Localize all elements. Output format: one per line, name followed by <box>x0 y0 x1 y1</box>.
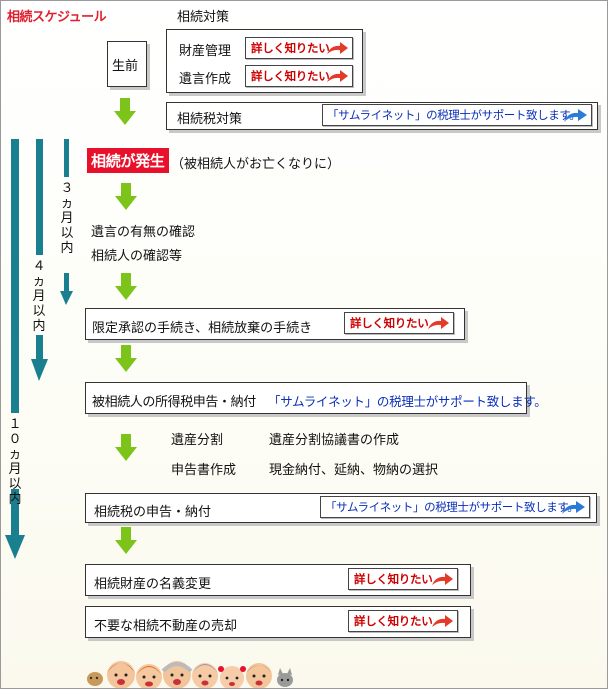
button-label: 詳しく知りたい <box>251 41 330 55</box>
three-months-label: ３ヵ月以内 <box>60 181 74 256</box>
button-label: 詳しく知りたい <box>354 572 433 586</box>
measures-box: 財産管理 詳しく知りたい 遺言作成 詳しく知りたい <box>166 29 363 93</box>
renunciation-button[interactable]: 詳しく知りたい <box>344 312 454 334</box>
real-estate-button[interactable]: 詳しく知りたい <box>348 610 458 632</box>
payment-options-text: 現金納付、延納、物納の選択 <box>269 463 439 478</box>
before-death-label: 生前 <box>112 59 139 74</box>
confirm-heirs-text: 相続人の確認等 <box>91 249 183 264</box>
division-label: 遺産分割 <box>171 433 224 448</box>
income-tax-support-text: 「サムライネット」の税理士がサポート致します。 <box>268 394 547 409</box>
blue-arrow-icon <box>564 109 587 122</box>
renunciation-label: 限定承認の手続き、相続放棄の手続き <box>92 321 313 336</box>
tax-measures-support-button[interactable]: 「サムライネット」の税理士がサポート致します。 <box>322 104 592 126</box>
will-creation-label: 遺言作成 <box>179 72 232 87</box>
asset-management-label: 財産管理 <box>179 44 232 59</box>
confirm-will-text: 遺言の有無の確認 <box>91 225 196 240</box>
red-arrow-icon <box>428 317 449 329</box>
inheritance-tax-box: 相続税の申告・納付 「サムライネット」の税理士がサポート致します。 <box>85 493 597 523</box>
income-tax-box: 被相続人の所得税申告・納付 「サムライネット」の税理士がサポート致します。 <box>85 382 547 414</box>
timeline-arrows <box>5 139 73 559</box>
button-label: 詳しく知りたい <box>350 316 429 330</box>
column-title: 相続対策 <box>177 10 230 25</box>
button-label: 詳しく知りたい <box>354 614 433 628</box>
green-down-arrow-icon <box>115 527 137 554</box>
inheritance-tax-label: 相続税の申告・納付 <box>94 505 212 520</box>
support-text: 「サムライネット」の税理士がサポート致します。 <box>327 108 581 122</box>
green-down-arrow-icon <box>115 273 137 300</box>
name-change-label: 相続財産の名義変更 <box>94 577 212 592</box>
green-down-arrow-icon <box>115 345 137 372</box>
green-down-arrow-icon <box>115 434 137 461</box>
will-creation-button[interactable]: 詳しく知りたい <box>245 65 353 87</box>
red-arrow-icon <box>432 615 453 627</box>
real-estate-label: 不要な相続不動産の売却 <box>94 619 238 634</box>
income-tax-label: 被相続人の所得税申告・納付 <box>92 395 256 410</box>
green-down-arrow-icon <box>115 183 137 210</box>
green-down-arrow-icon <box>114 98 136 125</box>
four-months-label: ４ヵ月以内 <box>32 259 46 334</box>
real-estate-box: 不要な相続不動産の売却 詳しく知りたい <box>85 606 471 638</box>
asset-management-button[interactable]: 詳しく知りたい <box>245 37 353 59</box>
inheritance-occurs-note: （被相続人がお亡くなりに） <box>171 157 341 172</box>
tax-measures-label: 相続税対策 <box>177 112 243 127</box>
renunciation-box: 限定承認の手続き、相続放棄の手続き 詳しく知りたい <box>85 308 465 340</box>
name-change-box: 相続財産の名義変更 詳しく知りたい <box>85 564 471 596</box>
red-arrow-icon <box>327 42 348 54</box>
page-title: 相続スケジュール <box>7 10 107 25</box>
red-arrow-icon <box>327 70 348 82</box>
blue-arrow-icon <box>562 501 585 514</box>
before-death-box: 生前 <box>107 41 147 87</box>
ten-months-label: １０ヵ月以内 <box>8 417 22 507</box>
family-illustration <box>87 661 293 688</box>
button-label: 詳しく知りたい <box>251 69 330 83</box>
inheritance-tax-support-button[interactable]: 「サムライネット」の税理士がサポート致します。 <box>320 496 590 518</box>
name-change-button[interactable]: 詳しく知りたい <box>348 568 458 590</box>
tax-measures-box: 相続税対策 「サムライネット」の税理士がサポート致します。 <box>166 102 598 130</box>
division-agreement-text: 遺産分割協議書の作成 <box>269 433 400 448</box>
return-preparation-label: 申告書作成 <box>171 463 237 478</box>
red-arrow-icon <box>432 573 453 585</box>
support-text: 「サムライネット」の税理士がサポート致します。 <box>325 500 579 514</box>
inheritance-occurs-badge: 相続が発生 <box>87 148 169 173</box>
